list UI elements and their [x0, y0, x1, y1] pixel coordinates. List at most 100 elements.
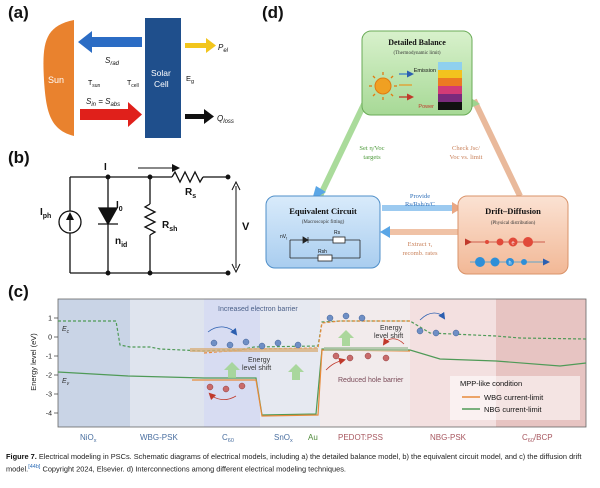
panel-label-c: (c) [8, 282, 29, 301]
panel-d-interconnections: Detailed Balance (Thermodynamic limit) E… [265, 30, 569, 275]
layer-label-pedot: PEDOT:PSS [338, 433, 383, 442]
hole-barrier-band [324, 347, 408, 351]
sun-icon [369, 72, 397, 100]
rs-label: Rs [185, 187, 196, 200]
layer-wbg [130, 299, 204, 427]
panel-a-detailed-balance-schematic: Sun Solar Cell Srad Pel Tsun Tcell Eg Si… [43, 18, 234, 138]
rs-resistor [171, 170, 204, 184]
legend-wbg: WBG current-limit [484, 393, 544, 402]
legend-nbg: NBG current-limit [484, 405, 542, 414]
equivalent-circuit-subtitle: (Macroscopic fitting) [302, 220, 345, 225]
panel-label-d: (d) [262, 3, 284, 22]
caption-text-2: Copyright 2024, Elsevier. d) Interconnec… [40, 464, 346, 474]
caption-text-1: Electrical modeling in PSCs. Schematic d… [6, 452, 582, 474]
power-label: Power [418, 104, 434, 110]
nvt-label: nVt [280, 234, 287, 241]
equivalent-circuit-box [265, 195, 381, 269]
panel-c-drift-diffusion-band-diagram: 1 0 -1 -2 -3 -4 Energy level (eV) Ec Ev [29, 298, 587, 444]
rsh-label: Rsh [162, 220, 177, 233]
energy-shift-2b: level shift [374, 333, 403, 340]
solar-cell-label-2: Cell [154, 79, 169, 89]
nid-label: nid [115, 236, 127, 249]
nbg-valence-band [57, 348, 587, 416]
y-tick-0: 0 [48, 335, 52, 342]
solar-cell-box [145, 18, 181, 138]
check-limit-label-1: Check Jsc/ [452, 145, 480, 152]
spectrum-bars [438, 62, 462, 110]
drift-diffusion-title: Drift–Diffusion [485, 206, 541, 216]
y-tick-m1: -1 [46, 354, 52, 361]
energy-shift-1b: level shift [242, 365, 271, 372]
electrons [210, 312, 460, 350]
ec-label: Ec [62, 326, 70, 335]
s-rad-label: Srad [105, 56, 120, 67]
legend-title: MPP-like condition [460, 379, 522, 388]
panel-label-b: (b) [8, 148, 30, 167]
extract-label-2: recomb. rates [402, 250, 437, 257]
y-tick-m2: -2 [46, 373, 52, 380]
detailed-balance-title: Detailed Balance [388, 38, 446, 47]
provide-label-1: Provide [410, 193, 430, 200]
y-tick-1: 1 [48, 316, 52, 323]
legend: MPP-like condition WBG current-limit NBG… [450, 376, 580, 420]
diode-symbol [97, 207, 119, 226]
iph-label: Iph [40, 207, 51, 220]
hole-h-label: h [508, 261, 511, 267]
check-limit-label-2: Voc vs. limit [450, 154, 483, 161]
layer-labels: NiOx WBG-PSK C60 SnOx Au PEDOT:PSS NBG-P… [80, 433, 553, 444]
rsh-resistor [143, 203, 157, 236]
caption-figure-number: Figure 7. [6, 452, 37, 461]
energy-shift-arrows [224, 330, 354, 380]
mini-circuit [289, 236, 361, 262]
electron-barrier-band [190, 348, 318, 352]
caption-ref: [44b] [28, 464, 41, 470]
arrow-db-to-ec [317, 98, 369, 198]
layer-nio [58, 299, 130, 427]
drift-diffusion-box [457, 195, 569, 275]
y-tick-m4: -4 [46, 411, 52, 418]
detailed-balance-subtitle: (Thermodynamic limit) [393, 51, 440, 56]
set-targets-label-2: targets [363, 154, 381, 161]
y-axis-label: Energy level (eV) [29, 333, 38, 391]
layer-snox [260, 299, 320, 427]
q-loss-label: Qloss [217, 114, 234, 125]
layer-label-nio: NiOx [80, 433, 97, 444]
increased-barrier-label: Increased electron barrier [218, 306, 298, 313]
electron-e-label: e [511, 241, 514, 247]
nbg-conduction-band [58, 320, 587, 352]
y-tick-m3: -3 [46, 392, 52, 399]
i0-label: I0 [116, 200, 123, 213]
p-el-label: Pel [218, 43, 229, 54]
s-in-arrow [80, 102, 142, 127]
layer-label-snox: SnOx [274, 433, 293, 444]
panel-label-a: (a) [8, 3, 29, 22]
equivalent-circuit-title: Equivalent Circuit [289, 206, 357, 216]
energy-shift-1a: Energy [248, 357, 271, 364]
holes [206, 352, 390, 393]
i-label: I [104, 162, 107, 173]
t-sun-label: Tsun [88, 80, 101, 89]
provide-label-2: Rs/Rsh/n/C [405, 201, 435, 208]
mini-rsh-label: Rsh [318, 249, 327, 255]
mini-rs-label: Rs [334, 230, 341, 236]
energy-shift-2a: Energy [380, 325, 403, 332]
layer-label-c60bcp: C60/BCP [522, 433, 553, 444]
panel-b-labels: I Iph I0 nid Rs Rsh V [40, 162, 250, 249]
layer-label-wbg: WBG-PSK [140, 433, 178, 442]
solar-cell-label-1: Solar [151, 68, 171, 78]
panel-b-equivalent-circuit [58, 164, 241, 276]
carrier-distribution: e h [465, 237, 550, 267]
sun-label: Sun [48, 75, 64, 85]
drift-diffusion-subtitle: (Physical distribution) [491, 221, 536, 226]
eg-label: Eg [186, 74, 194, 85]
emission-label: Emission [414, 68, 436, 74]
v-label: V [242, 221, 250, 233]
layer-label-nbg: NBG-PSK [430, 433, 467, 442]
s-rad-arrow [78, 31, 142, 53]
arrow-dd-to-db [471, 98, 523, 198]
layer-label-c60: C60 [222, 433, 234, 444]
extract-label-1: Extract τ, [408, 241, 433, 248]
reduced-barrier-label: Reduced hole barrier [338, 377, 404, 384]
